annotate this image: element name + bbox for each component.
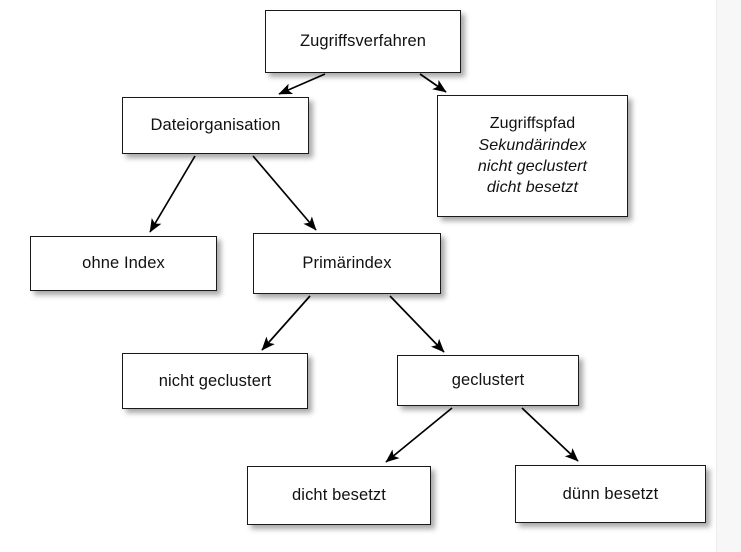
edge-geclustert-to-duenn-besetzt [521, 407, 579, 462]
edge-geclustert-to-dicht-besetzt [385, 407, 453, 463]
node-primaerindex-line-0: Primärindex [302, 254, 392, 273]
edge-primaerindex-to-geclustert [389, 295, 445, 353]
node-dicht-besetzt-line-0: dicht besetzt [292, 486, 386, 505]
page-right-gutter [716, 0, 741, 552]
node-ohne-index-line-0: ohne Index [82, 254, 165, 273]
edge-primaerindex-to-nicht-geclustert [261, 295, 311, 351]
node-zugriffspfad-line-3: dicht besetzt [486, 179, 579, 197]
node-nicht-geclustert: nicht geclustert [122, 353, 308, 409]
node-geclustert-line-0: geclustert [451, 371, 525, 390]
node-dicht-besetzt: dicht besetzt [247, 466, 431, 525]
node-primaerindex: Primärindex [253, 233, 441, 294]
node-zugriffsverfahren: Zugriffsverfahren [265, 10, 461, 73]
edge-dateiorganisation-to-ohne-index [149, 155, 196, 233]
node-ohne-index: ohne Index [30, 236, 217, 291]
node-nicht-geclustert-line-0: nicht geclustert [158, 371, 272, 390]
node-zugriffspfad-line-1: Sekundärindex [478, 136, 587, 154]
node-dateiorganisation: Dateiorganisation [122, 97, 309, 154]
edge-dateiorganisation-to-primaerindex [252, 155, 317, 231]
node-zugriffsverfahren-line-0: Zugriffsverfahren [299, 32, 427, 51]
node-duenn-besetzt: dünn besetzt [515, 465, 706, 523]
node-zugriffspfad-line-2: nicht geclustert [477, 158, 588, 175]
node-duenn-besetzt-line-0: dünn besetzt [562, 484, 659, 503]
node-geclustert: geclustert [397, 355, 579, 406]
edge-zugriffsverfahren-to-zugriffspfad [419, 73, 447, 93]
edge-zugriffsverfahren-to-dateiorganisation [278, 73, 326, 95]
node-zugriffspfad-line-0: Zugriffspfad [489, 115, 576, 133]
node-dateiorganisation-line-0: Dateiorganisation [150, 116, 281, 135]
